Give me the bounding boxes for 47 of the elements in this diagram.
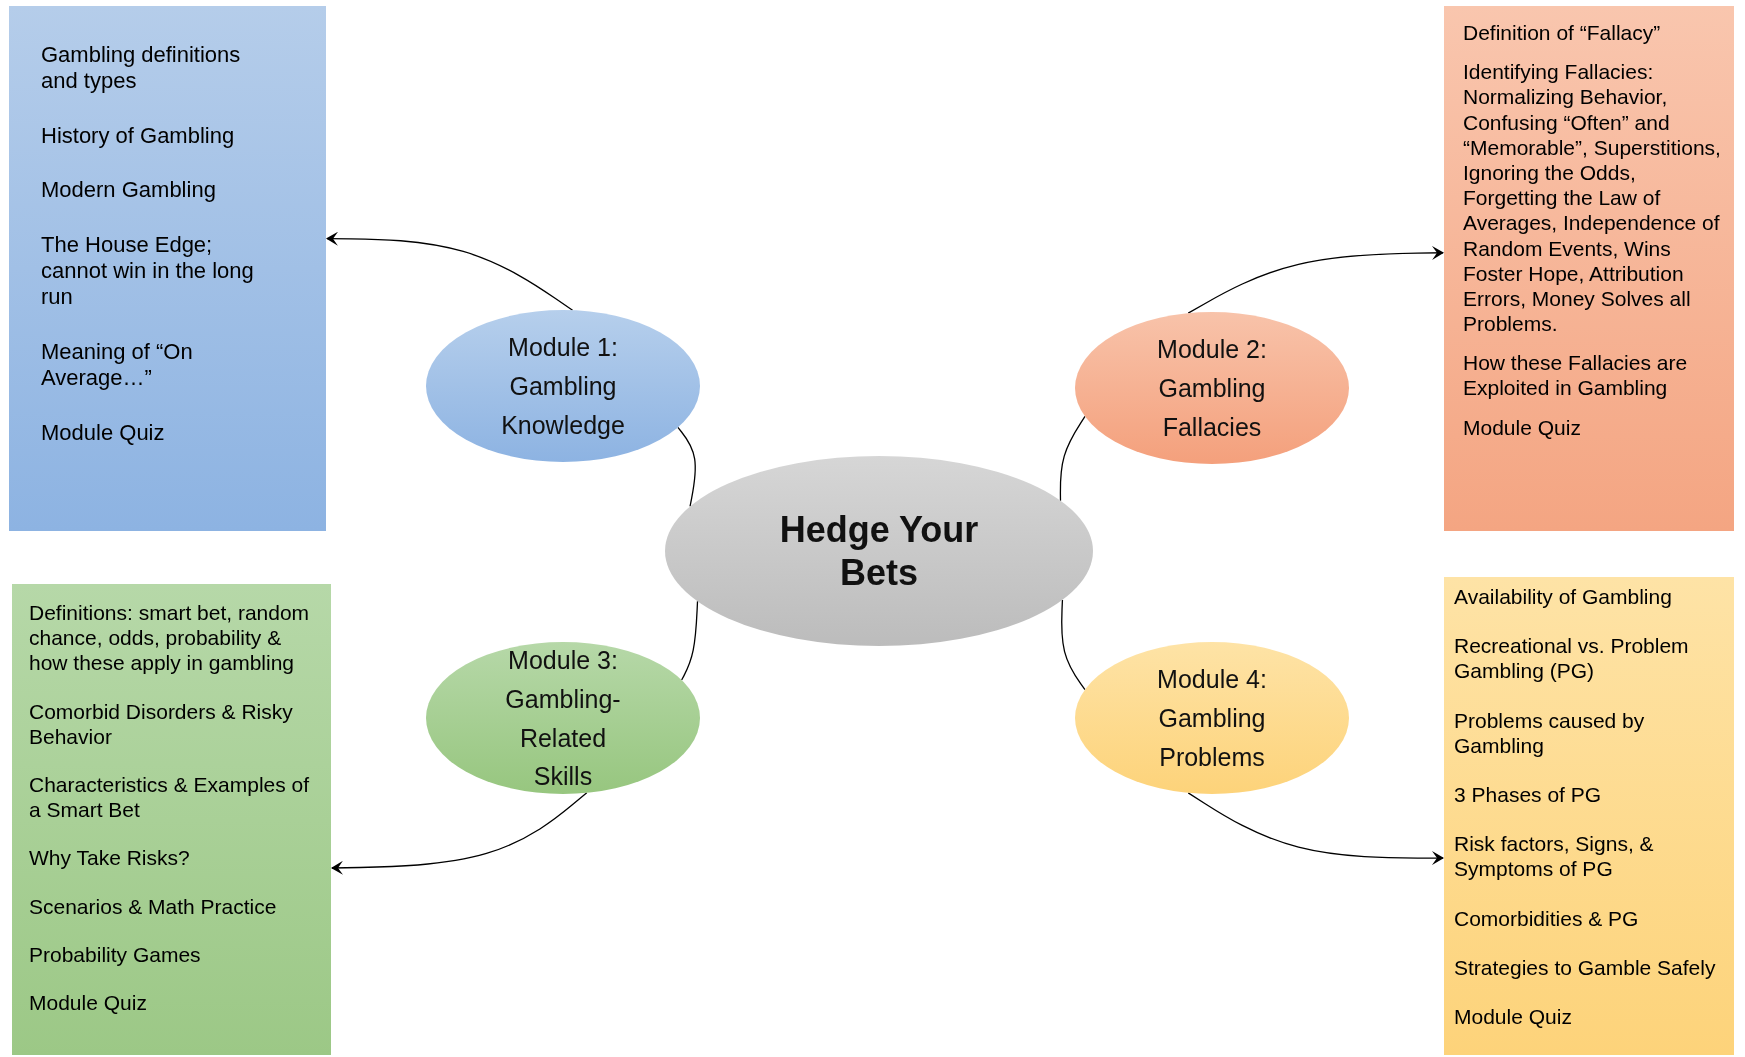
topic-item: Comorbidities & PG (1454, 905, 1640, 931)
module-ellipse (1075, 642, 1349, 794)
topic-item: Why Take Risks? (29, 845, 191, 871)
topic-panel (12, 584, 331, 1055)
topic-item: Comorbid Disorders & Risky Behavior (29, 698, 294, 749)
topic-ellipse (665, 456, 1093, 646)
arrow (1187, 245, 1444, 314)
topic-item: The House Edge; cannot win in the long run (41, 231, 255, 311)
topic-item: Availability of Gambling (1454, 584, 1673, 610)
arrow (331, 792, 588, 875)
connector-line (1061, 599, 1086, 691)
topic-item: Module Quiz (1463, 414, 1582, 440)
topic-panel (1444, 6, 1734, 531)
topic-item: Module Quiz (41, 419, 166, 446)
topic-item: Gambling definitions and types (41, 42, 242, 95)
central-topic: Hedge Your Bets (778, 507, 980, 595)
arrow (326, 231, 574, 311)
topic-item: Module Quiz (1454, 1003, 1573, 1030)
topic-item: Recreational vs. Problem Gambling (PG) (1454, 633, 1690, 684)
topic-item: Definitions: smart bet, random chance, odds, probability & how these apply in gambling (29, 600, 311, 676)
topic-item: Module Quiz (29, 989, 148, 1016)
module-ellipse (1075, 312, 1349, 464)
topic-item: Characteristics & Examples of a Smart Bet (29, 771, 311, 823)
topic-item: Definition of “Fallacy” (1463, 20, 1662, 46)
topic-item: 3 Phases of PG (1454, 781, 1603, 808)
module-title: Module 2: Gambling Fallacies (1156, 333, 1268, 443)
topic-item: Meaning of “On Average…” (41, 338, 194, 392)
topic-item: History of Gambling (41, 122, 236, 150)
topic-panel (9, 6, 326, 531)
topic-item: Problems caused by Gambling (1454, 707, 1646, 758)
connector-line (677, 426, 696, 508)
module-ellipse (426, 310, 700, 462)
topic-item: Strategies to Gamble Safely (1454, 954, 1717, 980)
module-title: Module 3: Gambling-Related Skills (504, 644, 622, 792)
topic-item: Modern Gambling (41, 177, 217, 204)
module-title: Module 4: Gambling Problems (1156, 663, 1268, 773)
module-title: Module 1: Gambling Knowledge (500, 331, 626, 441)
topic-item: Probability Games (29, 941, 202, 967)
topic-item: Risk factors, Signs, & Symptoms of PG (1454, 831, 1655, 882)
topic-panel (1444, 577, 1734, 1055)
connector-line (1059, 415, 1086, 502)
connector-line (681, 600, 699, 681)
topic-item: Identifying Fallacies: Normalizing Behavior, Confusing “Often” and “Memorable”, Superstitions, Ignoring the Odds, Forgetting the Law of Averages, Independence of Random Events, Wins Foster Hope, Attribution Errors, Money Solves all Problems. (1463, 59, 1722, 337)
topic-item: How these Fallacies are Exploited in Gambling (1463, 350, 1689, 401)
topic-item: Scenarios & Math Practice (29, 893, 278, 919)
arrow (1187, 792, 1444, 866)
module-ellipse (426, 642, 700, 794)
